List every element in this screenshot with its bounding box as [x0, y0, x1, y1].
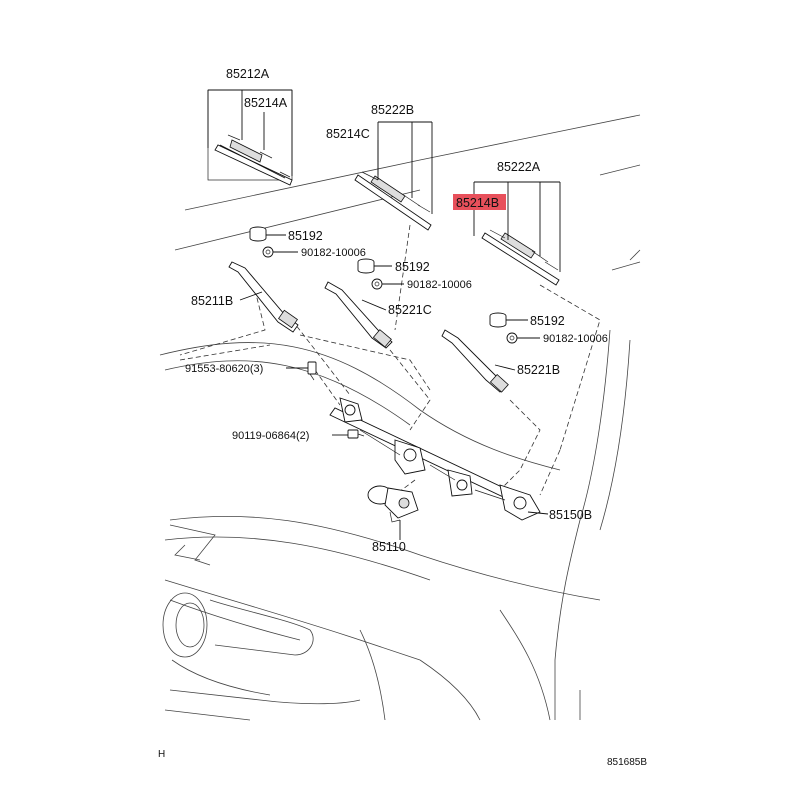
- label-85222A[interactable]: 85222A: [497, 160, 541, 174]
- label-85192-b[interactable]: 85192: [395, 260, 430, 274]
- label-90182-b[interactable]: 90182-10006: [407, 279, 472, 291]
- vehicle-body-outline: [159, 114, 641, 721]
- label-90119[interactable]: 90119-06864(2): [232, 430, 309, 442]
- leader-lines: [207, 89, 561, 540]
- highlight-box: [453, 194, 506, 210]
- diagram-reference-number: 851685B: [607, 757, 647, 768]
- label-85192-a[interactable]: 85192: [288, 229, 323, 243]
- wiper-link-85150B[interactable]: [329, 397, 541, 521]
- wiper-motor-85110[interactable]: [367, 485, 419, 523]
- part-labels: 85212A 85214A 85222B 85214C 85222A 85214…: [158, 67, 647, 768]
- label-85221C[interactable]: 85221C: [388, 303, 432, 317]
- pivot-cap-85192-a[interactable]: [249, 226, 267, 242]
- wiper-arm-85221C[interactable]: [324, 281, 393, 349]
- label-90182-c[interactable]: 90182-10006: [543, 333, 608, 345]
- label-85214B[interactable]: 85214B: [456, 196, 499, 210]
- corner-mark: H: [158, 749, 165, 760]
- nut-90182-b[interactable]: [371, 278, 383, 290]
- label-85214C[interactable]: 85214C: [326, 127, 370, 141]
- nut-90182-a[interactable]: [262, 246, 274, 258]
- label-91553[interactable]: 91553-80620(3): [185, 363, 263, 375]
- bolt-90119[interactable]: [347, 429, 365, 439]
- wiper-arm-85211B[interactable]: [228, 261, 299, 333]
- wiper-blade-85222A[interactable]: [481, 229, 560, 286]
- wiper-arm-85221B[interactable]: [441, 329, 509, 393]
- label-85110[interactable]: 85110: [372, 540, 406, 554]
- pivot-cap-85192-b[interactable]: [357, 258, 375, 274]
- pivot-cap-85192-c[interactable]: [489, 312, 507, 328]
- bolt-91553[interactable]: [307, 361, 317, 381]
- assembly-dashed-lines: [179, 224, 601, 496]
- nut-90182-c[interactable]: [506, 332, 518, 344]
- label-85222B[interactable]: 85222B: [371, 103, 414, 117]
- label-85211B[interactable]: 85211B: [191, 294, 233, 308]
- label-85221B[interactable]: 85221B: [517, 363, 560, 377]
- label-85150B[interactable]: 85150B: [549, 508, 592, 522]
- wiper-blade-85222B[interactable]: [354, 171, 432, 231]
- label-85212A[interactable]: 85212A: [226, 67, 270, 81]
- label-85192-c[interactable]: 85192: [530, 314, 565, 328]
- label-90182-a[interactable]: 90182-10006: [301, 247, 366, 259]
- label-85214A[interactable]: 85214A: [244, 96, 288, 110]
- highlighted-part-85214B[interactable]: 85214B: [453, 194, 506, 210]
